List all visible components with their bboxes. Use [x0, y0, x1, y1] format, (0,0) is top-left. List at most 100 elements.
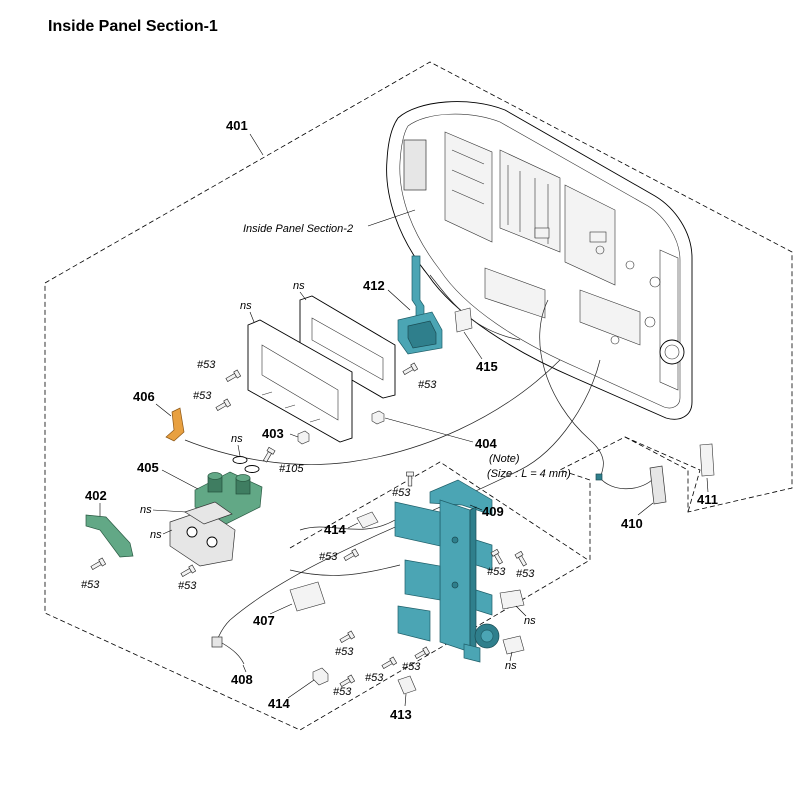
part-label-414-upper: 414: [324, 522, 346, 537]
leader-ns-upper: [299, 291, 307, 301]
ns-sheet: [499, 589, 525, 610]
part-409-assembly: [394, 479, 500, 663]
part-408-wire: [217, 619, 231, 639]
part-label-409: 409: [482, 504, 504, 519]
washer: [232, 456, 248, 464]
leader-ns-cover: [152, 509, 187, 513]
part-407-sheet: [289, 581, 326, 612]
ns-button-hole: [186, 526, 198, 538]
part-label-413: 413: [390, 707, 412, 722]
part-405-knob-right-top: [235, 474, 251, 482]
ns-label: ns: [524, 615, 536, 627]
part-409-top-bracket: [429, 479, 493, 516]
part-409-right-tab: [475, 539, 493, 571]
part-409-right-tab: [475, 589, 493, 616]
part-408-wire-tail: [221, 642, 245, 665]
part-409-middle-bracket: [404, 559, 441, 601]
housing-compartment-left-detail: [451, 149, 485, 205]
housing-boss: [625, 260, 635, 270]
routing-wire: [184, 359, 561, 465]
leader-ns-lower: [249, 311, 255, 323]
screw-105: [263, 446, 276, 463]
ns-bracket-lower-cutout: [261, 344, 339, 421]
screw-53-label: #53: [487, 566, 506, 578]
part-label-405: 405: [137, 460, 159, 475]
part-415-sheet: [454, 307, 473, 333]
housing-inner-rim: [399, 113, 681, 409]
part-label-410: 410: [621, 516, 643, 531]
screw-53: [90, 557, 107, 570]
housing-lower-bracket: [484, 267, 546, 319]
screw-53: [180, 564, 197, 577]
ns-button-cover: [184, 501, 233, 525]
part-410-tip: [595, 473, 603, 481]
part-label-408: 408: [231, 672, 253, 687]
screw-53: [414, 646, 431, 659]
ns-label: ns: [505, 660, 517, 672]
screw-53: [514, 550, 527, 567]
inside-panel-housing: [386, 101, 693, 420]
screw-53: [406, 471, 414, 487]
part-409-gear-hub: [480, 629, 494, 643]
screw-53-label: #53: [81, 579, 100, 591]
part-406-flex-strip: [165, 407, 185, 442]
screw-53-label: #53: [333, 686, 352, 698]
part-label-415: 415: [476, 359, 498, 374]
ns-button-holder: [169, 501, 236, 567]
ns-washers: [232, 456, 260, 473]
screw-53-label: #53: [178, 580, 197, 592]
routing-wire: [299, 519, 396, 531]
leader-414-upper: [347, 522, 359, 529]
part-410-plug: [649, 465, 667, 505]
part-408-cable: [211, 619, 245, 665]
leader-404: [384, 417, 474, 443]
cross-reference-label: Inside Panel Section-2: [243, 223, 353, 235]
ns-sheet: [502, 635, 525, 655]
screw-53: [225, 369, 242, 382]
part-404-spacer: [371, 410, 385, 425]
screw-53: [381, 656, 398, 669]
ns-bracket-lower: [247, 319, 353, 443]
part-412-flex-assembly: [397, 255, 443, 355]
part-label-407: 407: [253, 613, 275, 628]
leader-413: [404, 693, 407, 707]
part-403-spacer: [297, 430, 310, 445]
ns-bracket-lower-frame: [247, 319, 353, 443]
part-405-knob-left-top: [207, 472, 223, 480]
part-label-412: 412: [363, 278, 385, 293]
leader-ns-sheet-lower: [509, 651, 513, 662]
part-label-411: 411: [697, 492, 718, 507]
part-413-sheet: [397, 675, 417, 695]
part-label-406: 406: [133, 389, 155, 404]
housing-boss: [644, 316, 656, 328]
housing-compartment-middle: [499, 149, 561, 253]
leader-ns-washers: [237, 444, 241, 457]
housing-side-clip: [403, 139, 427, 191]
ns-label: ns: [293, 280, 305, 292]
part-label-403: 403: [262, 426, 284, 441]
routing-wire: [289, 564, 401, 576]
ns-plate-upper-cutout: [311, 317, 384, 381]
part-409-main-plate-edge: [469, 506, 477, 653]
screw-53-label: #53: [193, 390, 212, 402]
washer: [244, 465, 260, 473]
housing-boss: [649, 276, 661, 288]
part-402-bracket: [85, 514, 134, 558]
leader-ns-sheet: [515, 605, 527, 617]
leader-412: [387, 289, 411, 311]
part-label-404: 404: [475, 436, 497, 451]
housing-boss: [595, 245, 605, 255]
part-414-sheet: [356, 511, 379, 529]
part-412-block-face: [407, 320, 437, 349]
part-410-connector: [595, 465, 667, 505]
screw-105-label: #105: [279, 463, 304, 475]
part-411-sheet: [699, 443, 715, 477]
leader-ns-holder: [162, 529, 173, 535]
routing-wire: [539, 299, 604, 479]
part-414-spacer: [312, 667, 329, 686]
cross-reference-leader: [367, 209, 416, 227]
ns-label: ns: [240, 300, 252, 312]
part-409-boss: [451, 581, 459, 589]
part-409-bottom-tab: [463, 643, 481, 663]
leader-414-lower: [287, 679, 315, 699]
